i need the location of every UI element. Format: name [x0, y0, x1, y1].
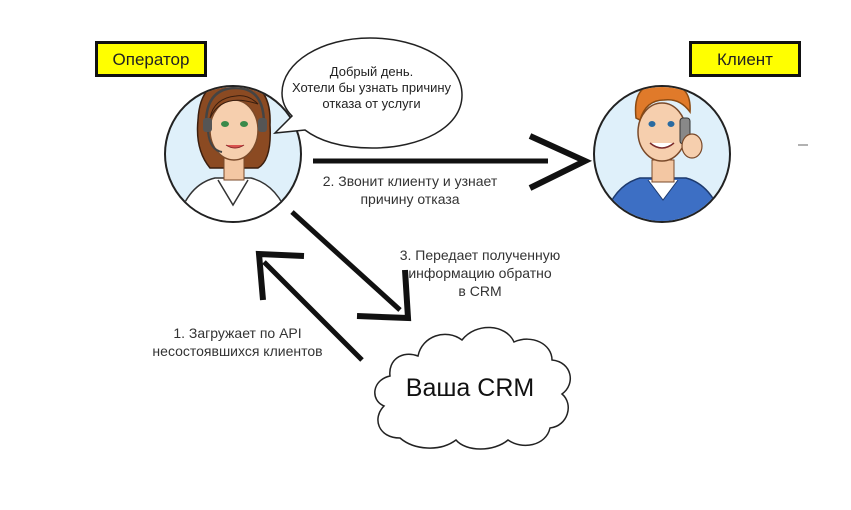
- speech-bubble: [272, 37, 463, 149]
- client-label: Клиент: [689, 41, 801, 77]
- speech-bubble-text: Добрый день. Хотели бы узнать причину от…: [291, 64, 452, 111]
- arrow-operator-to-client: [313, 133, 593, 191]
- crm-label: Ваша CRM: [405, 374, 535, 402]
- client-avatar: [593, 85, 731, 223]
- step-2-caption: 2. Звонит клиенту и узнает причину отказ…: [322, 173, 498, 207]
- operator-label: Оператор: [95, 41, 207, 77]
- arrow-operator-to-crm: [290, 210, 412, 322]
- step-1-caption: 1. Загружает по API несостоявшихся клиен…: [152, 325, 323, 359]
- step-3-caption: 3. Передает полученную информацию обратн…: [399, 247, 561, 299]
- arrow-crm-to-operator: [255, 250, 364, 362]
- crm-cloud: [374, 326, 572, 450]
- operator-avatar: [164, 85, 302, 223]
